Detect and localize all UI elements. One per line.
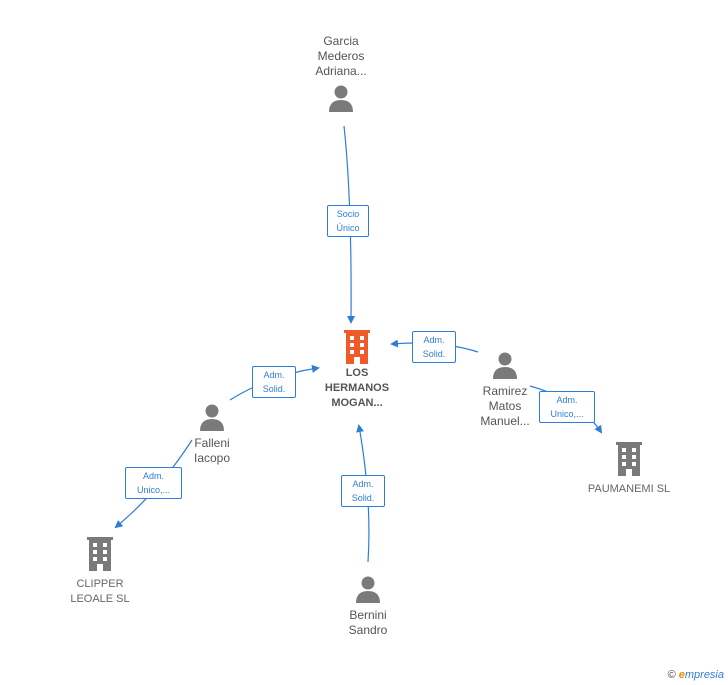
node-label: Falleni Iacopo [193,436,231,465]
edge-label-adm-solid-falleni[interactable]: Adm. Solid. [252,366,296,398]
node-label: Bernini Sandro [348,608,388,637]
node-label: Ramirez Matos Manuel... [480,384,530,428]
person-icon [356,576,380,603]
person-icon [200,404,224,431]
edge-label-socio-unico[interactable]: Socio Único [327,205,369,237]
edge-label-adm-unico-clipper[interactable]: Adm. Unico,... [125,467,182,499]
node-clipper-leoale-sl[interactable]: CLIPPER LEOALE SL [52,537,148,607]
empresia-logo-e: e [678,669,685,681]
copyright-icon: © [667,669,676,681]
node-label: CLIPPER LEOALE SL [70,578,130,605]
building-icon [616,442,642,476]
person-icon [329,85,353,112]
node-label: LOS HERMANOS MOGAN... [324,367,390,409]
node-falleni-iacopo[interactable]: Falleni Iacopo [170,402,254,466]
node-label: PAUMANEMI SL [587,483,671,495]
node-paumanemi-sl[interactable]: PAUMANEMI SL [574,442,684,497]
empresia-logo-text: mpresia [684,669,724,681]
building-icon [344,330,370,364]
node-garcia-mederos[interactable]: Garcia Mederos Adriana... [299,34,383,113]
edge-label-adm-solid-bernini[interactable]: Adm. Solid. [341,475,385,507]
node-ramirez-matos[interactable]: Ramirez Matos Manuel... [463,350,547,429]
empresia-credit[interactable]: ©empresia [668,669,724,681]
node-bernini-sandro[interactable]: Bernini Sandro [326,574,410,638]
edge-label-adm-unico-paumanemi[interactable]: Adm. Unico,... [539,391,595,423]
edge-label-adm-solid-ramirez[interactable]: Adm. Solid. [412,331,456,363]
person-icon [493,352,517,379]
building-icon [87,537,113,571]
node-los-hermanos-mogan[interactable]: LOS HERMANOS MOGAN... [312,330,402,411]
node-label: Garcia Mederos Adriana... [315,34,367,78]
